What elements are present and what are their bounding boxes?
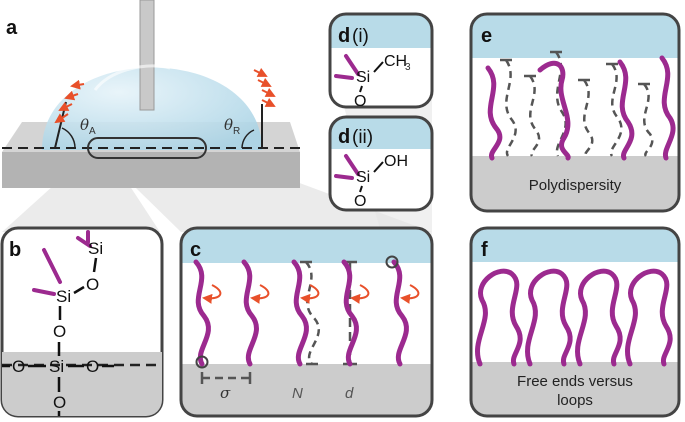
panel-e-label: e <box>481 25 492 47</box>
label-sigma: σ <box>220 384 231 402</box>
panel-b-label: b <box>9 239 21 261</box>
panel-a-label: a <box>6 17 18 39</box>
panel-f-caption-line1: Free ends versus <box>517 373 633 390</box>
panel-e-liquid <box>471 14 679 58</box>
label-d: d <box>345 385 354 402</box>
chain-c4 <box>341 259 359 367</box>
advancing-arrows <box>54 79 85 124</box>
theta-r-symbol: θ <box>224 116 233 134</box>
panel-c-substrate <box>181 364 432 416</box>
di-atom-o: O <box>354 93 366 110</box>
panel-dii-sublabel: (ii) <box>352 127 373 148</box>
theta-r-subscript: R <box>233 126 240 137</box>
dii-group: OH <box>384 153 408 170</box>
panel-c: c σ N d <box>179 226 434 418</box>
zoom-region <box>87 137 207 159</box>
di-bond-si-ch3 <box>373 61 384 73</box>
droplet-highlight <box>93 64 171 91</box>
arc-receding <box>241 129 255 149</box>
bond-chain-mid2 <box>32 288 56 296</box>
panel-f: f Free ends versus loops <box>469 226 681 418</box>
panel-f-caption-line2: loops <box>557 392 593 409</box>
di-group: CH <box>384 53 407 70</box>
chain-c2 <box>241 259 259 367</box>
dii-bond-chain1 <box>344 154 360 176</box>
atom-o-right: O <box>86 357 99 376</box>
atom-o-link: O <box>53 322 66 341</box>
needle <box>139 0 155 111</box>
arc-advancing <box>61 127 76 149</box>
rotation-arrow-4 <box>350 284 370 304</box>
panel-c-frame <box>179 226 434 418</box>
atom-si-base: Si <box>49 357 64 376</box>
di-bond-si-o <box>359 85 363 93</box>
panel-e-frame <box>469 12 681 213</box>
theta-a-symbol: θ <box>80 116 89 134</box>
di-bond-chain1 <box>344 54 360 76</box>
chain-c3 <box>291 259 309 367</box>
panel-dii-liquid <box>330 117 432 149</box>
rotation-arrow-2 <box>250 284 270 304</box>
bond-o-si-mid <box>73 285 85 295</box>
dii-bond-si-oh <box>373 161 384 173</box>
panel-a: a θ A θ R <box>2 0 300 188</box>
rotation-arrow-3 <box>300 284 320 304</box>
panel-c-label: c <box>190 239 201 261</box>
panel-b: b Si O Si O Si O O O <box>0 226 164 418</box>
di-bond-chain2 <box>334 74 354 80</box>
bond-si-o-top <box>92 257 98 273</box>
loop-chains <box>475 268 673 367</box>
panel-f-label: f <box>481 239 488 261</box>
dii-bond-chain2 <box>334 174 354 180</box>
panel-dii-label: d <box>338 126 350 148</box>
atom-si-mid: Si <box>56 287 71 306</box>
panel-dii-frame <box>328 115 434 212</box>
atom-o-top: O <box>86 275 99 294</box>
dashed-chain-n <box>305 261 321 365</box>
dii-bond-si-o <box>359 185 363 193</box>
atom-o-bottom: O <box>53 393 66 412</box>
dii-atom-o: O <box>354 193 366 210</box>
end-circle <box>385 255 399 269</box>
panel-di-label: d <box>338 25 350 47</box>
anchor-circle <box>195 355 209 369</box>
zoom-cone-a-to-b <box>2 148 160 232</box>
bond-chain-mid1 <box>42 248 62 284</box>
chain-c5 <box>391 259 409 367</box>
panel-e-caption: Polydispersity <box>529 177 622 194</box>
atom-si-top: Si <box>88 239 103 258</box>
panel-di-liquid <box>330 14 432 48</box>
rotation-arrow-5 <box>400 284 420 304</box>
panel-f-liquid <box>471 228 679 262</box>
polydisperse-chains <box>485 55 676 161</box>
panel-f-frame <box>469 226 681 418</box>
rotation-arrow-1 <box>202 284 222 304</box>
chain-c1 <box>193 259 211 367</box>
di-atom-si: Si <box>356 69 370 86</box>
theta-a-subscript: A <box>89 126 96 137</box>
panel-b-substrate <box>2 352 162 416</box>
receding-arrows <box>253 67 276 107</box>
substrate-slab <box>2 152 300 188</box>
panel-di: d (i) Si CH 3 O <box>328 12 434 110</box>
panel-di-frame <box>328 12 434 109</box>
panel-di-sublabel: (i) <box>352 26 369 47</box>
bond-chain-top <box>76 236 92 248</box>
label-n: N <box>292 385 303 402</box>
dashed-chain-caps <box>500 50 650 86</box>
di-group-sub: 3 <box>405 62 411 73</box>
panel-e: e Polydispersity <box>469 12 681 213</box>
atom-o-left: O <box>12 357 25 376</box>
panel-f-substrate <box>471 362 679 416</box>
panel-e-substrate <box>471 156 679 211</box>
panel-dii: d (ii) Si OH O <box>328 115 434 212</box>
dii-atom-si: Si <box>356 169 370 186</box>
